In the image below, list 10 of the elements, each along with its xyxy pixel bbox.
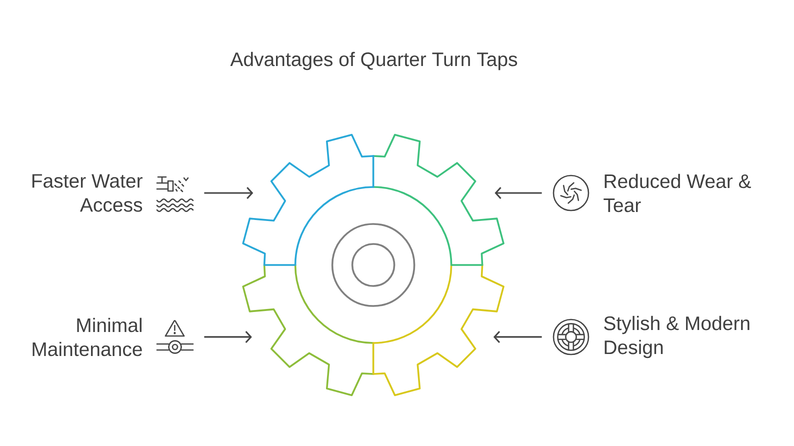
title: Advantages of Quarter Turn Taps <box>230 52 518 70</box>
gear <box>242 134 504 396</box>
arrow <box>204 186 254 200</box>
text-label: Stylish & Modern Design <box>604 316 750 358</box>
text-label: Faster Water Access <box>32 174 142 212</box>
arrow <box>204 330 252 344</box>
text-label: Reduced Wear & Tear <box>604 174 751 212</box>
arrow <box>493 330 542 344</box>
text-label: Minimal Maintenance <box>32 318 142 356</box>
arrow <box>494 186 542 200</box>
